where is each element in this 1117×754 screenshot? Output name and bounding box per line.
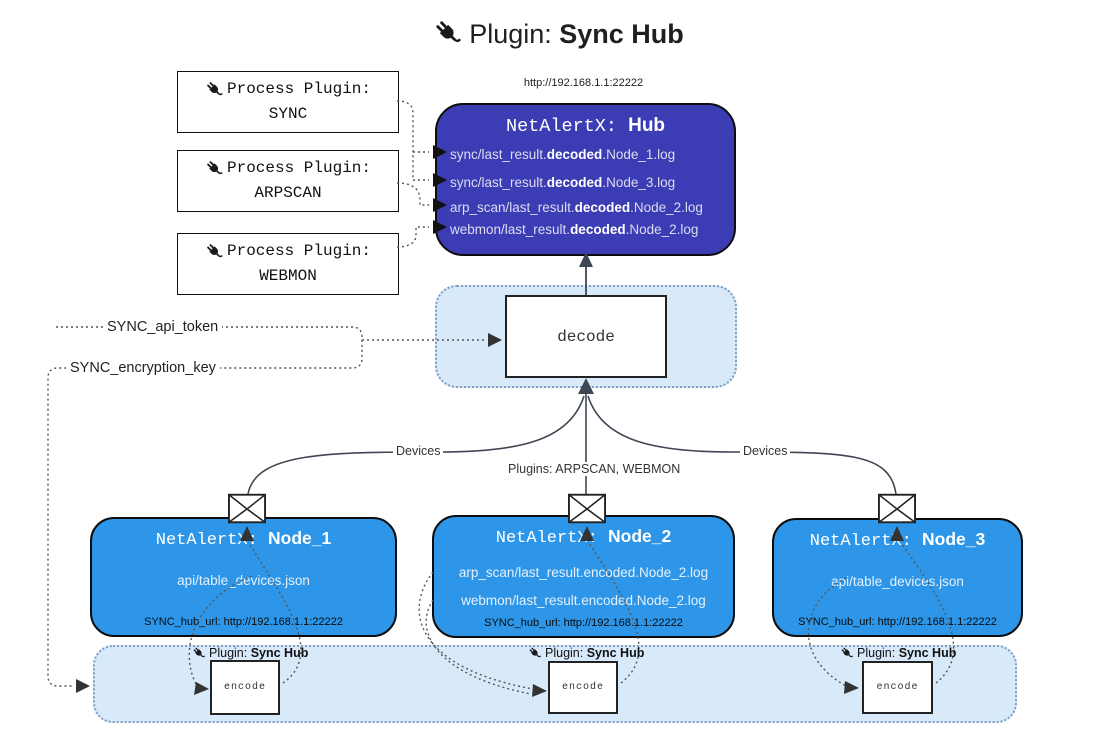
envelope-icon xyxy=(228,493,266,524)
node-file-line: webmon/last_result.encoded.Node_2.log xyxy=(461,593,706,608)
process-plugin-label: Process Plugin: xyxy=(226,242,372,261)
sync-api-token-label: SYNC_api_token xyxy=(103,319,223,335)
encode-box-3: encode xyxy=(862,661,933,714)
encode-plugin-label: Plugin: Sync Hub xyxy=(528,646,644,660)
envelope-icon xyxy=(878,493,916,524)
hub-log-row: webmon/last_result.decoded.Node_2.log xyxy=(450,222,699,237)
edge-label-devices-left: Devices xyxy=(393,444,444,458)
page-title-prefix: Plugin: xyxy=(469,19,560,49)
node-title: NetAlertX: Node_3 xyxy=(809,529,986,551)
node-2-box: NetAlertX: Node_2 arp_scan/last_result.e… xyxy=(432,515,735,638)
plug-icon xyxy=(207,244,223,258)
node-file-line: arp_scan/last_result.encoded.Node_2.log xyxy=(458,565,709,580)
plug-icon xyxy=(193,647,206,658)
encode-box-2: encode xyxy=(548,661,618,714)
decode-label: decode xyxy=(557,327,615,346)
process-plugin-label: Process Plugin: xyxy=(226,159,372,178)
page-title-bold: Sync Hub xyxy=(559,19,684,49)
hub-box: NetAlertX: Hub sync/last_result.decoded.… xyxy=(435,103,736,256)
node-title: NetAlertX: Node_1 xyxy=(155,528,332,550)
plug-icon xyxy=(529,647,542,658)
node-hub-url: SYNC_hub_url: http://192.168.1.1:22222 xyxy=(798,616,997,628)
plug-icon xyxy=(207,161,223,175)
hub-log-row: sync/last_result.decoded.Node_3.log xyxy=(450,175,676,190)
envelope-icon xyxy=(568,493,606,524)
process-plugin-arpscan: Process Plugin: ARPSCAN xyxy=(177,150,399,212)
node-hub-url: SYNC_hub_url: http://192.168.1.1:22222 xyxy=(144,616,343,628)
edge-label-plugins: Plugins: ARPSCAN, WEBMON xyxy=(505,462,684,476)
process-plugin-name: SYNC xyxy=(268,105,308,123)
hub-title: NetAlertX: Hub xyxy=(437,115,734,137)
process-plugin-name: ARPSCAN xyxy=(254,184,322,202)
decode-box: decode xyxy=(505,295,667,378)
plug-icon xyxy=(207,82,223,96)
node-title: NetAlertX: Node_2 xyxy=(495,526,672,548)
plug-icon xyxy=(436,21,462,42)
process-plugin-webmon: Process Plugin: WEBMON xyxy=(177,233,399,295)
encode-plugin-label: Plugin: Sync Hub xyxy=(192,646,308,660)
process-plugin-sync: Process Plugin: SYNC xyxy=(177,71,399,133)
node-file-line: api/table_devices.json xyxy=(177,573,310,588)
hub-title-bold: Hub xyxy=(628,115,666,136)
node-1-box: NetAlertX: Node_1 api/table_devices.json… xyxy=(90,517,397,637)
plug-icon xyxy=(841,647,854,658)
encode-plugin-label: Plugin: Sync Hub xyxy=(840,646,956,660)
edge-label-devices-right: Devices xyxy=(740,444,791,458)
sync-encryption-key-label: SYNC_encryption_key xyxy=(66,360,220,376)
encode-box-1: encode xyxy=(210,660,280,715)
process-plugin-label: Process Plugin: xyxy=(226,80,372,99)
hub-log-row: arp_scan/last_result.decoded.Node_2.log xyxy=(450,200,703,215)
hub-title-prefix: NetAlertX: xyxy=(505,116,629,137)
hub-url-label: http://192.168.1.1:22222 xyxy=(523,77,644,89)
hub-log-row: sync/last_result.decoded.Node_1.log xyxy=(450,147,676,162)
node-3-box: NetAlertX: Node_3 api/table_devices.json… xyxy=(772,518,1023,637)
node-file-line: api/table_devices.json xyxy=(831,574,964,589)
node-hub-url: SYNC_hub_url: http://192.168.1.1:22222 xyxy=(484,617,683,629)
process-plugin-name: WEBMON xyxy=(259,267,317,285)
page-title: Plugin: Sync Hub xyxy=(0,18,1117,50)
